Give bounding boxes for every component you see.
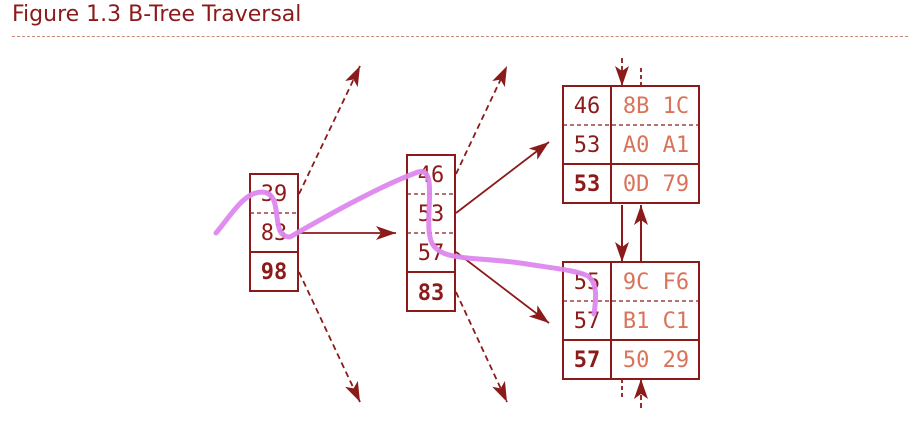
- pointer-arrows: [298, 58, 648, 408]
- leaf-top-high-key: 53: [574, 172, 601, 197]
- leaf-top-high-value: 0D 79: [623, 172, 689, 197]
- arrow-internal-down-dashed: [455, 291, 508, 403]
- arrow-internal-to-leaf-bottom: [455, 251, 550, 324]
- leaf-top-box: [562, 85, 700, 204]
- leaf-bottom-box: [562, 261, 700, 380]
- leaf-top-key-2: 53: [574, 133, 601, 158]
- title-divider: [12, 36, 908, 37]
- leaf-bottom-value-1: 9C F6: [623, 270, 689, 295]
- leaf-top-value-2: A0 A1: [623, 133, 689, 158]
- leaf-node-bottom: 55 9C F6 57 B1 C1 57 50 29: [562, 261, 700, 380]
- leaf-bottom-value-2: B1 C1: [623, 309, 689, 334]
- leaf-top-key-1: 46: [574, 94, 601, 119]
- leaf-node-top: 46 8B 1C 53 A0 A1 53 0D 79: [562, 85, 700, 204]
- internal-high-key: 83: [418, 281, 445, 306]
- arrow-root-down-dashed: [298, 271, 361, 403]
- leaf-bottom-high-value: 50 29: [623, 348, 689, 373]
- figure-title: Figure 1.3 B-Tree Traversal: [12, 2, 302, 27]
- root-high-key: 98: [261, 260, 288, 285]
- leaf-top-value-1: 8B 1C: [623, 94, 689, 119]
- traversal-path: [213, 169, 599, 317]
- arrow-root-up-dashed: [298, 65, 361, 195]
- arrow-internal-up-dashed: [455, 65, 508, 175]
- arrow-internal-to-leaf-top: [455, 141, 550, 214]
- leaf-bottom-high-key: 57: [574, 348, 601, 373]
